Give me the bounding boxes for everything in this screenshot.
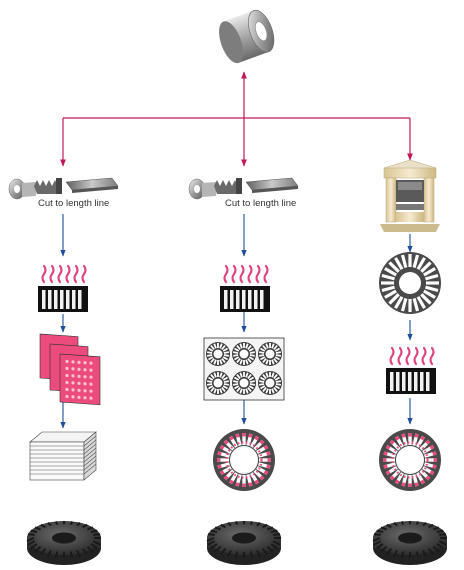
sheet-stack-icon [29, 431, 97, 481]
annealing-furnace-icon [38, 264, 88, 312]
cut-to-length-line-icon: Cut to length line [188, 177, 299, 209]
cut-to-length-caption-mid: Cut to length line [225, 198, 296, 209]
stator-core-icon [206, 520, 281, 565]
stator-lamination-icon [379, 252, 441, 314]
lamination-sheet-icon [203, 337, 285, 401]
stamping-press-icon [380, 159, 440, 232]
cut-to-length-caption-left: Cut to length line [38, 198, 109, 209]
insulated-lamination-icon [379, 429, 441, 491]
punched-sheets-icon [39, 333, 101, 406]
annealing-furnace-icon [220, 264, 270, 312]
connectors [60, 71, 413, 429]
insulated-lamination-icon [213, 429, 275, 491]
cut-to-length-line-icon: Cut to length line [8, 177, 119, 209]
stator-core-icon [372, 520, 447, 565]
stator-core-icon [26, 520, 101, 565]
steel-coil-icon [219, 9, 275, 64]
annealing-furnace-icon [386, 346, 436, 394]
